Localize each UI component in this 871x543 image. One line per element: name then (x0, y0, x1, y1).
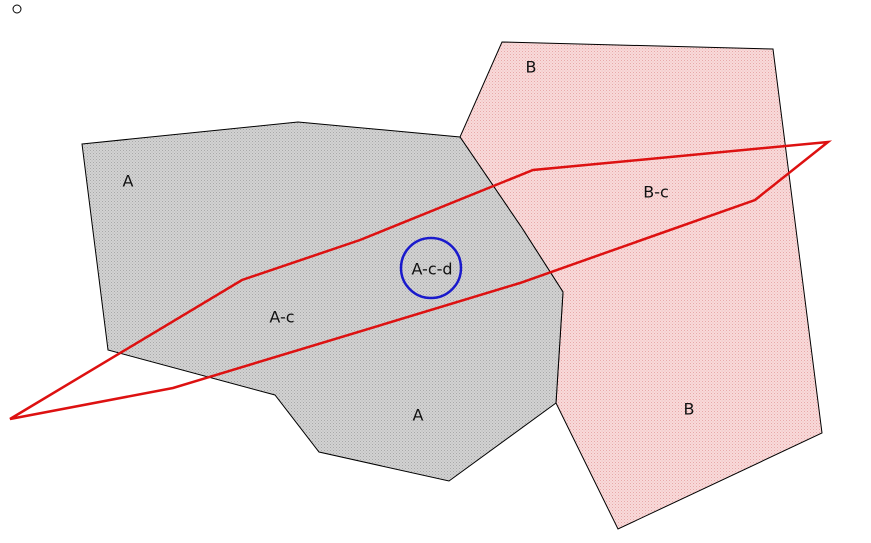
label-b-top: B (526, 58, 537, 77)
label-a-top: A (123, 172, 134, 191)
label-b-c: B-c (643, 183, 669, 202)
label-b-bottom: B (684, 400, 695, 419)
polygon-c (9, 140, 833, 421)
origin-marker-icon (12, 4, 22, 14)
label-a-c: A-c (269, 308, 294, 327)
circle-d (399, 236, 463, 300)
polygon-a (81, 121, 564, 482)
label-a-c-d: A-c-d (411, 260, 452, 279)
label-a-bottom: A (413, 406, 424, 425)
